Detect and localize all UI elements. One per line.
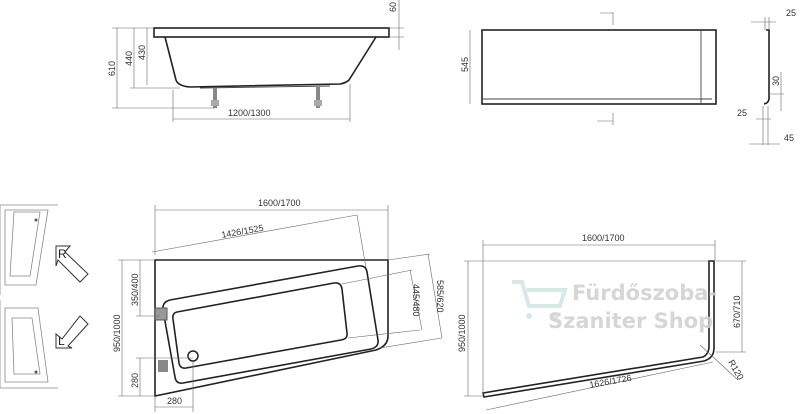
dim-label-280-v: 280 — [130, 373, 140, 388]
drain-icon — [187, 350, 199, 362]
panel-outline — [481, 29, 717, 105]
panel-shape — [482, 260, 715, 398]
orientation-label-right: R — [58, 247, 67, 261]
tub-leg-right — [314, 86, 322, 108]
profile-outline — [763, 29, 770, 105]
dim-line-1626 — [485, 361, 714, 411]
dim-label-panel-950: 950/1000 — [457, 314, 467, 352]
orientation-label-left: L — [58, 334, 65, 348]
dim-label-445: 445/480 — [411, 284, 421, 317]
dim-label-950: 950/1000 — [112, 314, 122, 352]
dim-line-670 — [716, 260, 746, 353]
panel-profile: 25 30 25 45 — [737, 8, 796, 145]
section-marks — [597, 12, 614, 125]
dim-label-610: 610 — [107, 61, 117, 76]
dim-label-panel-1600: 1600/1700 — [582, 233, 625, 243]
tub-thumbnail-left — [4, 307, 49, 383]
panel-details — [482, 30, 712, 104]
tub-leg-left — [211, 88, 219, 108]
front-panel: 545 — [460, 12, 717, 125]
dim-line-r120 — [699, 344, 739, 381]
tub-base — [199, 85, 331, 89]
dim-label-350: 350/400 — [130, 273, 140, 306]
overflow-icon — [154, 307, 168, 321]
dim-line-280-v — [136, 357, 193, 396]
dim-label-profile-lip: 30 — [771, 76, 781, 86]
plan-view: 1600/1700 1426/1525 950/1000 350/400 280… — [112, 198, 445, 412]
tub-thumbnail-right — [4, 209, 49, 286]
dim-line-585 — [379, 253, 443, 349]
dim-label-1426: 1426/1525 — [221, 223, 265, 240]
dim-label-280-h: 280 — [167, 396, 182, 406]
dim-label-60: 60 — [388, 2, 398, 12]
dim-label-length: 1200/1300 — [228, 108, 271, 118]
dim-line-panel-950 — [464, 260, 709, 397]
dim-line-440 — [130, 28, 180, 89]
dim-label-670: 670/710 — [732, 295, 742, 328]
dim-label-r120: R120 — [726, 358, 745, 382]
dim-line-panel-1600 — [482, 240, 716, 396]
tub-basin — [172, 282, 348, 369]
dim-line-280-h — [154, 360, 194, 412]
watermark: Fürdőszoba- Szaniter Shop — [512, 280, 717, 333]
watermark-line-1: Fürdőszoba- — [572, 281, 717, 305]
dim-line-1600 — [154, 205, 389, 260]
profile-dim-lines — [749, 17, 784, 145]
dim-line-1426 — [151, 214, 367, 269]
tub-rim-inner — [162, 265, 379, 384]
dim-label-profile-bottom: 25 — [737, 108, 747, 118]
dim-line-350 — [136, 260, 160, 317]
dim-label-585: 585/620 — [435, 280, 445, 313]
watermark-line-2: Szaniter Shop — [548, 309, 713, 333]
cart-icon — [512, 280, 568, 308]
dim-line-950 — [118, 259, 155, 397]
arrow-up-left-icon — [55, 245, 89, 283]
tub-outline — [154, 259, 389, 397]
dim-line-length — [172, 84, 351, 122]
dim-label-545: 545 — [460, 57, 470, 72]
faucet-icon — [158, 360, 168, 372]
dim-line-610 — [112, 27, 215, 109]
dim-label-profile-base: 45 — [784, 133, 794, 143]
orientation-right: R — [0, 204, 89, 295]
dim-label-430: 430 — [137, 45, 147, 60]
dim-label-440: 440 — [124, 51, 134, 66]
dim-label-profile-top: 25 — [786, 8, 796, 18]
arrow-down-left-icon — [55, 315, 89, 349]
dim-label-1600: 1600/1700 — [258, 198, 301, 208]
side-view: 1200/1300 610 440 430 60 — [107, 0, 404, 122]
tub-body — [164, 36, 377, 88]
tub-rim — [153, 27, 390, 38]
dim-line-445 — [341, 269, 423, 339]
dim-line-60 — [389, 0, 404, 50]
orientation-left: L — [0, 300, 89, 389]
